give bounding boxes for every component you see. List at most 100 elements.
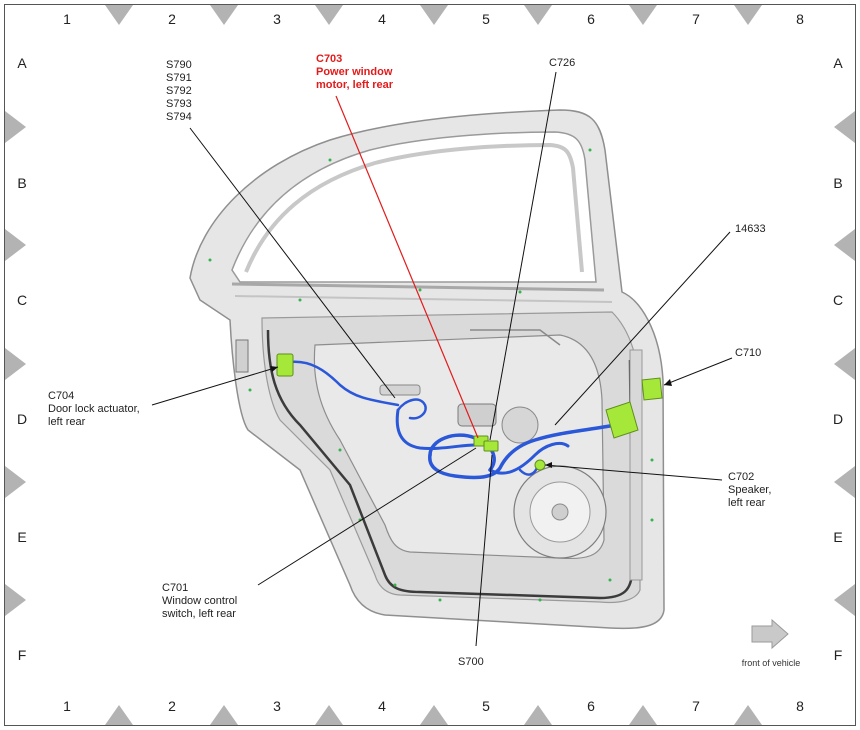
leader-arrowheads bbox=[270, 366, 672, 468]
leader-lines bbox=[151, 71, 733, 647]
label-c704-line1: Door lock actuator, bbox=[48, 403, 140, 415]
row-label: E bbox=[17, 529, 26, 545]
col-label: 3 bbox=[273, 698, 281, 714]
door-front-edge bbox=[629, 349, 643, 581]
label-c703-line1: Power window bbox=[316, 66, 393, 78]
front-of-vehicle-indicator: front of vehicle bbox=[742, 618, 800, 668]
latch-bracket bbox=[235, 339, 249, 373]
col-label: 5 bbox=[482, 11, 490, 27]
label-s790: S790 bbox=[166, 59, 192, 71]
grid-marker-right bbox=[834, 466, 855, 498]
arrowhead-c702 bbox=[545, 462, 552, 468]
wiring-harness bbox=[288, 360, 617, 480]
col-label: 6 bbox=[587, 11, 595, 27]
leader-c702 bbox=[544, 464, 723, 481]
connector-c702 bbox=[534, 459, 546, 471]
attachment-points bbox=[208, 148, 654, 602]
rear-door-panel bbox=[189, 109, 665, 630]
grid-marker-left bbox=[5, 229, 26, 261]
label-c704: C704 Door lock actuator, left rear bbox=[48, 390, 140, 428]
label-s793: S793 bbox=[166, 98, 192, 110]
front-arrow-icon bbox=[751, 618, 789, 650]
row-label: F bbox=[18, 647, 27, 663]
grid-marker-bottom bbox=[734, 705, 762, 725]
grid-marker-bottom bbox=[210, 705, 238, 725]
belt-line-lower bbox=[234, 295, 613, 303]
harness-to-switch bbox=[488, 441, 570, 475]
label-c701-code: C701 bbox=[162, 582, 188, 594]
col-label: 1 bbox=[63, 698, 71, 714]
arrowhead-c710 bbox=[664, 379, 672, 386]
lock-rod bbox=[379, 384, 421, 396]
label-c701-line1: Window control bbox=[162, 595, 237, 607]
grid-marker-left bbox=[5, 348, 26, 380]
grid-marker-top bbox=[420, 5, 448, 25]
row-label: E bbox=[833, 529, 842, 545]
grid-marker-bottom bbox=[105, 705, 133, 725]
grid-marker-top bbox=[734, 5, 762, 25]
connectors bbox=[276, 353, 663, 471]
window-regulator-rail bbox=[470, 329, 561, 346]
connector-14633-body bbox=[605, 401, 639, 439]
row-label: B bbox=[833, 175, 842, 191]
label-c702-line1: Speaker, bbox=[728, 484, 771, 496]
grid-marker-right bbox=[834, 229, 855, 261]
belt-line bbox=[231, 282, 605, 292]
label-c701-line2: switch, left rear bbox=[162, 608, 236, 620]
label-c702: C702 Speaker, left rear bbox=[728, 471, 771, 509]
row-label: C bbox=[17, 292, 27, 308]
harness-to-splices bbox=[396, 398, 427, 420]
leader-14633 bbox=[554, 231, 731, 426]
grid-marker-bottom bbox=[420, 705, 448, 725]
row-label: A bbox=[17, 55, 27, 71]
col-label: 8 bbox=[796, 698, 804, 714]
label-c703-code: C703 bbox=[316, 53, 342, 65]
leader-c703 bbox=[335, 95, 479, 439]
col-label: 7 bbox=[692, 698, 700, 714]
grid-marker-right bbox=[834, 584, 855, 616]
speaker-center bbox=[551, 503, 569, 521]
row-label: D bbox=[17, 411, 27, 427]
grid-marker-top bbox=[315, 5, 343, 25]
label-c704-code: C704 bbox=[48, 390, 74, 402]
label-c703-line2: motor, left rear bbox=[316, 79, 394, 91]
col-label: 6 bbox=[587, 698, 595, 714]
label-s790-group: S790 S791 S792 S793 S794 bbox=[166, 59, 192, 123]
row-labels-right: A B C D E F bbox=[833, 55, 843, 663]
grid-marker-right bbox=[834, 348, 855, 380]
connector-c710 bbox=[641, 377, 663, 401]
frame-border bbox=[4, 4, 856, 726]
connector-c701 bbox=[483, 440, 499, 452]
row-label: C bbox=[833, 292, 843, 308]
label-c701: C701 Window control switch, left rear bbox=[162, 582, 237, 620]
grid-marker-top bbox=[210, 5, 238, 25]
connector-c704 bbox=[276, 353, 294, 377]
harness-trunk bbox=[428, 423, 617, 480]
grid-marker-left bbox=[5, 584, 26, 616]
col-label: 2 bbox=[168, 698, 176, 714]
grid-marker-left bbox=[5, 466, 26, 498]
label-c702-code: C702 bbox=[728, 471, 754, 483]
leader-c710 bbox=[663, 357, 733, 386]
window-frame-inner bbox=[244, 142, 584, 273]
col-label: 2 bbox=[168, 11, 176, 27]
grid-markers bbox=[5, 5, 855, 725]
harness-upper bbox=[395, 408, 477, 450]
column-labels-top: 1 2 3 4 5 6 7 8 bbox=[63, 11, 804, 27]
leader-s790 bbox=[189, 127, 396, 399]
label-s791: S791 bbox=[166, 72, 192, 84]
col-label: 1 bbox=[63, 11, 71, 27]
label-s700: S700 bbox=[458, 656, 484, 668]
grid-marker-top bbox=[629, 5, 657, 25]
row-labels-left: A B C D E F bbox=[17, 55, 27, 663]
label-c726: C726 bbox=[549, 57, 575, 69]
col-label: 7 bbox=[692, 11, 700, 27]
row-label: B bbox=[17, 175, 26, 191]
regulator-gear bbox=[501, 406, 539, 444]
grid-marker-left bbox=[5, 111, 26, 143]
row-label: D bbox=[833, 411, 843, 427]
window-opening bbox=[231, 131, 597, 283]
leader-c726 bbox=[489, 71, 557, 441]
